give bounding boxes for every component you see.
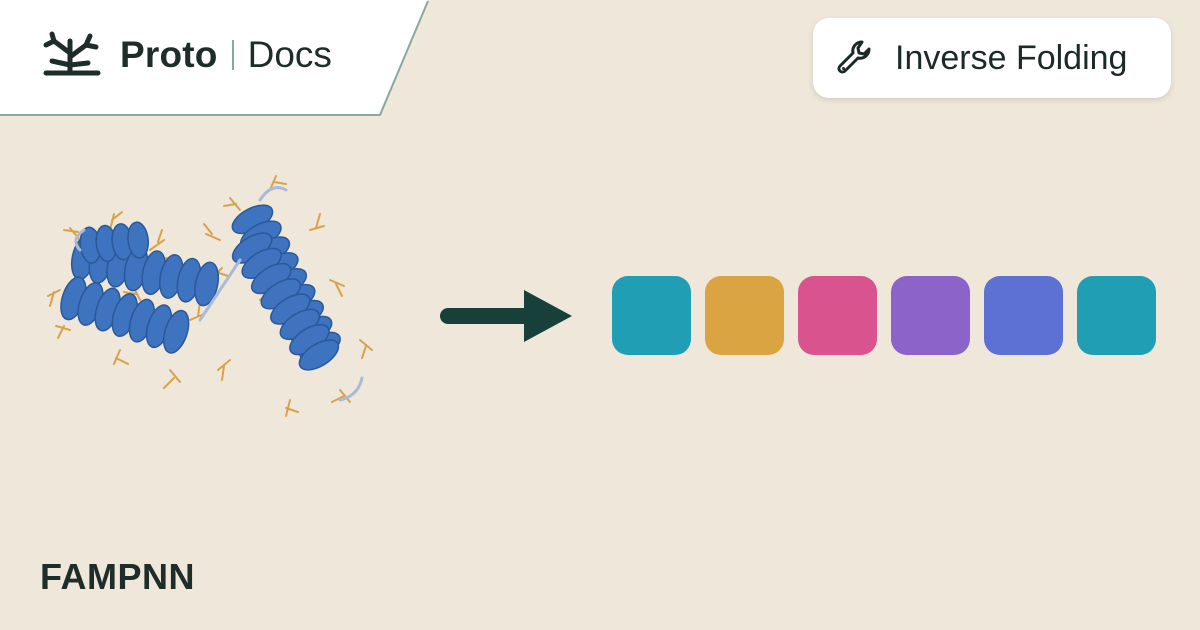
brand-name: Proto bbox=[120, 34, 218, 75]
sequence-token bbox=[612, 276, 691, 355]
category-label: Inverse Folding bbox=[895, 38, 1128, 77]
sequence-token bbox=[891, 276, 970, 355]
model-name: FAMPNN bbox=[40, 556, 195, 597]
logo-plate-shape bbox=[0, 0, 429, 116]
sequence-token bbox=[1077, 276, 1156, 355]
sequence-tokens bbox=[612, 276, 1170, 355]
wrench-icon bbox=[835, 38, 875, 78]
sequence-token bbox=[984, 276, 1063, 355]
logo[interactable]: Proto Docs bbox=[40, 31, 332, 79]
sequence-token bbox=[798, 276, 877, 355]
sequence-token bbox=[705, 276, 784, 355]
section-name: Docs bbox=[247, 34, 332, 75]
logo-plate: Proto Docs bbox=[0, 0, 430, 116]
branching-tree-icon bbox=[40, 30, 102, 80]
category-badge: Inverse Folding bbox=[813, 18, 1171, 98]
arrow-right-icon bbox=[440, 290, 572, 342]
logo-divider bbox=[231, 40, 234, 70]
protein-structure-image bbox=[47, 175, 373, 417]
